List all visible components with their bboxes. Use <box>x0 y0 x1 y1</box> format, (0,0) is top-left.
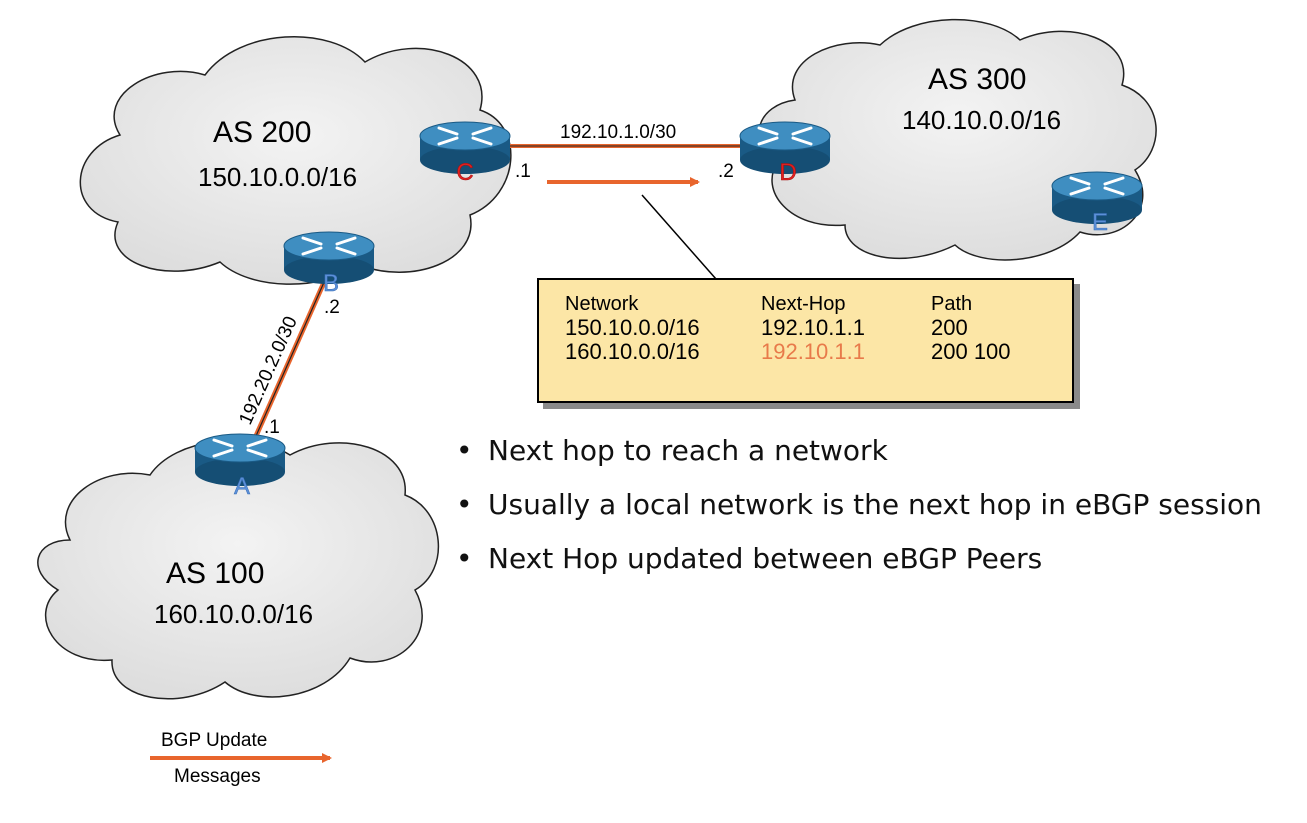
row-next-hop: 192.10.1.1 <box>761 315 865 340</box>
row-path: 200 <box>931 315 968 340</box>
col-next-hop-header: Next-Hop <box>761 293 846 315</box>
router-e-label: E <box>1092 209 1108 236</box>
bullet-list: Next hop to reach a network Usually a lo… <box>452 436 1292 598</box>
col-network-header: Network <box>565 293 639 315</box>
cloud-as200 <box>79 35 512 285</box>
as300-prefix: 140.10.0.0/16 <box>902 105 1061 135</box>
col-path-header: Path <box>931 293 973 315</box>
bullet-item: Next hop to reach a network <box>452 436 1292 467</box>
callout-line <box>641 194 717 280</box>
link-cd-c-host: .1 <box>515 161 531 182</box>
link-cd-d-host: .2 <box>718 161 734 182</box>
as200-name: AS 200 <box>213 116 311 149</box>
link-ab-b-host: .2 <box>324 297 340 318</box>
table-row: 150.10.0.0/16 192.10.1.1 200 <box>565 316 1072 340</box>
row-next-hop-highlighted: 192.10.1.1 <box>761 339 865 364</box>
as200-prefix: 150.10.0.0/16 <box>198 162 357 192</box>
router-b-label: B <box>323 270 339 297</box>
as300-name: AS 300 <box>928 63 1026 96</box>
bgp-table-header: Network Next-Hop Path <box>565 292 1072 316</box>
row-network: 160.10.0.0/16 <box>565 339 700 364</box>
router-c-label: C <box>456 159 473 186</box>
row-path: 200 100 <box>931 339 1011 364</box>
legend-line2: Messages <box>174 766 261 787</box>
link-ab-a-host: .1 <box>264 417 280 438</box>
router-d-label: D <box>779 159 796 186</box>
link-a-b-inner <box>251 279 326 446</box>
legend-line1: BGP Update <box>161 730 267 751</box>
bgp-table: Network Next-Hop Path 150.10.0.0/16 192.… <box>537 278 1074 403</box>
bullet-item: Next Hop updated between eBGP Peers <box>452 544 1292 575</box>
router-a-label: A <box>234 473 250 500</box>
as100-name: AS 100 <box>166 557 264 590</box>
bullet-item: Usually a local network is the next hop … <box>452 490 1292 521</box>
row-network: 150.10.0.0/16 <box>565 315 700 340</box>
link-cd-subnet: 192.10.1.0/30 <box>560 122 676 143</box>
table-row: 160.10.0.0/16 192.10.1.1 200 100 <box>565 340 1072 364</box>
as100-prefix: 160.10.0.0/16 <box>154 599 313 629</box>
